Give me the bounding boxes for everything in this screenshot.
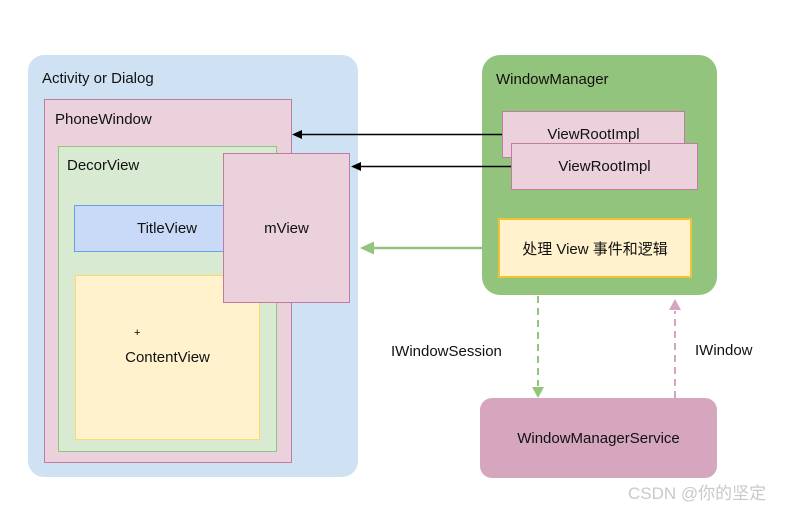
handle-view-events-box: 处理 View 事件和逻辑 bbox=[498, 218, 692, 278]
cursor-plus-mark: + bbox=[134, 327, 141, 339]
window-manager-service-box: WindowManagerService bbox=[480, 398, 717, 478]
window-manager-label: WindowManager bbox=[496, 71, 609, 88]
phone-window-label: PhoneWindow bbox=[55, 111, 152, 128]
iwindow-label: IWindow bbox=[695, 342, 753, 359]
decor-view-label: DecorView bbox=[67, 157, 140, 174]
window-manager-service-label: WindowManagerService bbox=[517, 429, 680, 447]
view-root-impl-back-label: ViewRootImpl bbox=[547, 126, 640, 143]
iwindowsession-label: IWindowSession bbox=[391, 343, 502, 360]
m-view-box: mView bbox=[223, 153, 350, 303]
view-root-impl-front-label: ViewRootImpl bbox=[558, 158, 651, 175]
arrow-iwindow-up bbox=[669, 299, 681, 398]
arrow-iwindowsession-down bbox=[532, 296, 544, 398]
watermark-text: CSDN @你的坚定 bbox=[628, 484, 767, 503]
activity-or-dialog-label: Activity or Dialog bbox=[42, 70, 154, 87]
handle-view-events-label: 处理 View 事件和逻辑 bbox=[522, 240, 668, 258]
view-root-impl-front-box: ViewRootImpl bbox=[511, 143, 698, 190]
title-view-label: TitleView bbox=[136, 220, 198, 237]
m-view-label: mView bbox=[264, 219, 309, 237]
arrow-windowmanager-to-activity bbox=[360, 241, 482, 255]
content-view-label: ContentView bbox=[125, 349, 210, 366]
